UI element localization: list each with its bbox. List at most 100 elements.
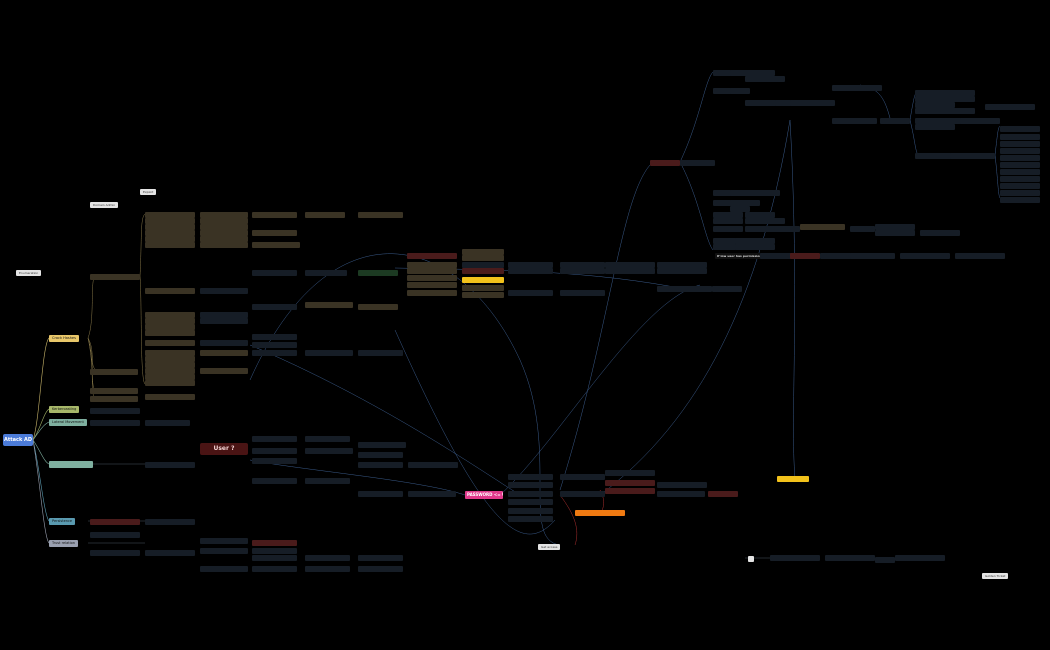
mindmap-node[interactable]: [145, 394, 195, 400]
mindmap-node[interactable]: [605, 262, 655, 268]
mindmap-node[interactable]: [713, 88, 733, 94]
mindmap-node[interactable]: [1000, 155, 1040, 161]
mindmap-node[interactable]: [145, 236, 195, 242]
mindmap-node[interactable]: [90, 550, 140, 556]
mindmap-node[interactable]: [145, 312, 195, 318]
mindmap-node[interactable]: [358, 270, 398, 276]
mindmap-node[interactable]: [985, 104, 1035, 110]
mindmap-node[interactable]: [915, 102, 955, 108]
mindmap-node[interactable]: [790, 253, 820, 259]
mindmap-node[interactable]: [200, 288, 248, 294]
mindmap-node[interactable]: [820, 253, 855, 259]
mindmap-node[interactable]: [508, 290, 553, 296]
mindmap-node[interactable]: [145, 356, 195, 362]
mindmap-node[interactable]: [760, 253, 795, 259]
mindmap-node[interactable]: [90, 274, 140, 280]
mindmap-node[interactable]: [713, 218, 743, 224]
mindmap-node[interactable]: [408, 462, 458, 468]
mindmap-node[interactable]: [508, 491, 553, 497]
mindmap-node[interactable]: [252, 270, 297, 276]
mindmap-node[interactable]: [358, 350, 403, 356]
mindmap-node[interactable]: [145, 324, 195, 330]
mindmap-node[interactable]: [713, 244, 743, 250]
mindmap-node[interactable]: [730, 70, 775, 76]
mindmap-node[interactable]: [708, 491, 738, 497]
mindmap-node[interactable]: [358, 442, 406, 448]
mindmap-node[interactable]: [915, 124, 955, 130]
mindmap-node[interactable]: [657, 491, 705, 497]
mindmap-node[interactable]: [560, 262, 605, 268]
mindmap-node[interactable]: [407, 262, 457, 268]
mindmap-node[interactable]: [800, 224, 845, 230]
mindmap-node[interactable]: [145, 362, 195, 368]
mindmap-node[interactable]: [305, 555, 350, 561]
mindmap-node[interactable]: [200, 218, 248, 224]
mindmap-node[interactable]: [90, 532, 140, 538]
mindmap-node[interactable]: [407, 268, 457, 274]
mindmap-node[interactable]: [145, 374, 195, 380]
mindmap-node[interactable]: [605, 488, 655, 494]
mindmap-node[interactable]: [145, 380, 195, 386]
mindmap-node[interactable]: [1000, 183, 1040, 189]
mindmap-node[interactable]: [915, 90, 975, 96]
branch-persistence[interactable]: Persistence: [49, 518, 76, 525]
mindmap-node[interactable]: [777, 476, 809, 482]
mindmap-node[interactable]: [145, 212, 195, 218]
mindmap-node[interactable]: [252, 342, 297, 348]
mindmap-node[interactable]: [145, 350, 195, 356]
mindmap-node[interactable]: [605, 268, 655, 274]
password-user-node[interactable]: PASSWORD <= USER: [465, 491, 503, 499]
mindmap-node[interactable]: [713, 200, 733, 206]
mindmap-node[interactable]: [407, 253, 457, 259]
mindmap-node[interactable]: [90, 408, 140, 414]
mindmap-node[interactable]: [462, 262, 504, 268]
mindmap-node[interactable]: [650, 160, 680, 166]
mindmap-node[interactable]: [200, 236, 248, 242]
mindmap-node[interactable]: [960, 118, 1000, 124]
mindmap-node[interactable]: [745, 218, 785, 224]
mindmap-node[interactable]: [1000, 190, 1040, 196]
mindmap-node[interactable]: [200, 350, 248, 356]
mindmap-node[interactable]: [252, 555, 297, 561]
mindmap-node[interactable]: [407, 275, 457, 281]
mindmap-node[interactable]: [305, 478, 350, 484]
mindmap-node[interactable]: [1000, 141, 1040, 147]
mindmap-node[interactable]: [560, 290, 605, 296]
mindmap-node[interactable]: [560, 491, 605, 497]
mindmap-node[interactable]: [875, 230, 915, 236]
mindmap-node[interactable]: [145, 218, 195, 224]
mindmap-node[interactable]: [252, 304, 297, 310]
mindmap-node[interactable]: [508, 499, 553, 505]
mindmap-node[interactable]: [462, 277, 504, 283]
mindmap-node[interactable]: [358, 555, 403, 561]
mindmap-node[interactable]: [90, 388, 138, 394]
mindmap-node[interactable]: [832, 85, 882, 91]
mindmap-node[interactable]: [200, 538, 248, 544]
branch-kerberoasting[interactable]: Kerberoasting: [49, 406, 80, 413]
mindmap-node[interactable]: [730, 88, 750, 94]
mindmap-node[interactable]: [713, 190, 733, 196]
mindmap-node[interactable]: [305, 350, 353, 356]
mindmap-node[interactable]: [200, 212, 248, 218]
mindmap-node[interactable]: [358, 462, 403, 468]
mindmap-node[interactable]: [200, 312, 248, 318]
mindmap-node[interactable]: [850, 226, 875, 232]
mindmap-node[interactable]: [730, 200, 760, 206]
mindmap-node[interactable]: [252, 548, 297, 554]
mindmap-node[interactable]: [1000, 148, 1040, 154]
mindmap-node[interactable]: [730, 206, 750, 212]
mindmap-node[interactable]: [408, 491, 456, 497]
mindmap-node[interactable]: [1000, 126, 1040, 132]
mindmap-node[interactable]: [200, 566, 248, 572]
mindmap-node[interactable]: [252, 334, 297, 340]
branch-lateral-movement-2[interactable]: [49, 461, 93, 468]
mindmap-node[interactable]: [1000, 197, 1040, 203]
mindmap-node[interactable]: [508, 482, 553, 488]
mindmap-node[interactable]: [145, 330, 195, 336]
mindmap-node[interactable]: [1000, 176, 1040, 182]
mindmap-node[interactable]: [305, 212, 345, 218]
mindmap-node[interactable]: [920, 230, 960, 236]
mindmap-node[interactable]: [252, 230, 297, 236]
mindmap-node[interactable]: [305, 436, 350, 442]
mindmap-node[interactable]: [200, 318, 248, 324]
